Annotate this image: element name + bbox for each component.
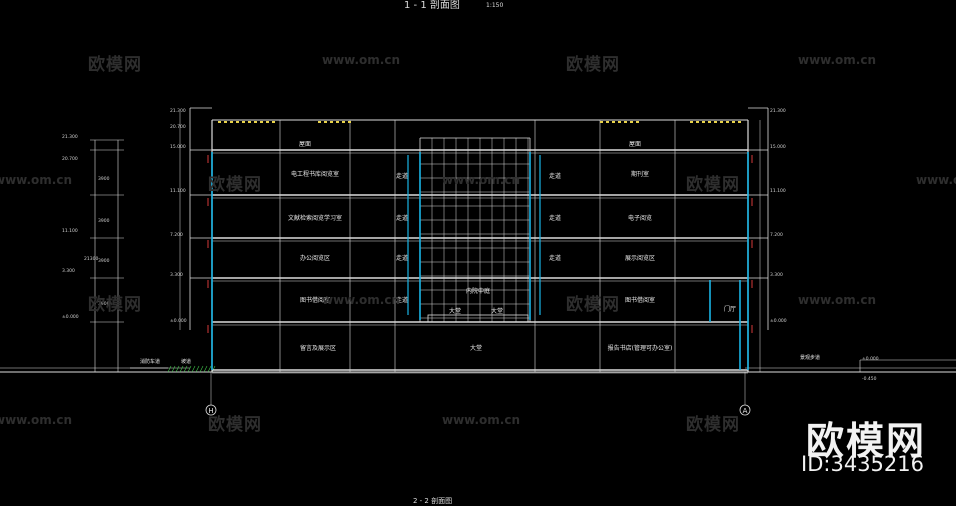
room-label-lobby: 大堂 <box>449 307 461 315</box>
watermark-url: www.om.cn <box>0 413 73 427</box>
site-logo: 欧模网 <box>805 419 926 463</box>
room-label-corridor: 走道 <box>396 214 408 222</box>
dim-label-seg: 3900 <box>98 301 110 307</box>
room-label-ext_right: 景观步道 <box>800 354 820 361</box>
watermark-url: www.om.cn <box>322 293 401 307</box>
planting-hatch <box>187 365 192 373</box>
section-title-bottom: 2 - 2 剖面图 <box>413 497 453 505</box>
dim-label-elev_2: 7.200 <box>770 232 783 238</box>
room-label-f4_right: 期刊室 <box>631 170 649 178</box>
room-label-f4_left: 电工程书库阅览室 <box>291 170 339 178</box>
room-label-roof_right: 屋面 <box>629 141 641 148</box>
planting-hatch <box>175 365 180 373</box>
room-label-corridor: 走道 <box>549 254 561 262</box>
room-label-corridor: 走道 <box>396 296 408 304</box>
dim-label-elev_4: 15.000 <box>170 144 186 150</box>
dim-label-elev_neg: -0.450 <box>862 376 877 382</box>
room-label-corridor: 走道 <box>396 172 408 180</box>
watermark-cn: 欧模网 <box>208 175 262 195</box>
room-label-hall: 大堂 <box>470 344 482 352</box>
room-label-f1_right: 图书借阅室 <box>625 296 655 304</box>
dim-label-elev_roof: 20.700 <box>62 156 78 162</box>
room-label-f2_left: 办公阅览区 <box>300 254 330 262</box>
dim-label-seg: 3900 <box>98 258 110 264</box>
watermark-url: www.om.cn <box>916 173 956 187</box>
room-label-ext_left: 消防车道 <box>140 358 160 365</box>
planting-hatch <box>191 365 196 373</box>
axis-bubble-h-label: H <box>208 407 213 415</box>
planting-hatch <box>203 365 208 373</box>
dim-label-elev_3: 11.100 <box>170 188 186 194</box>
dim-label-elev_1: 3.300 <box>170 272 183 278</box>
room-label-ramp_left: 坡道 <box>181 358 191 365</box>
watermark-url: www.om.cn <box>0 173 73 187</box>
room-label-roof_left: 屋面 <box>299 141 311 148</box>
watermark-url: www.om.cn <box>442 413 521 427</box>
dim-label-elev_top: 21.300 <box>770 108 786 114</box>
room-label-f3_left: 文献检索阅览学习室 <box>288 214 342 222</box>
dim-label-elev_1: 3.300 <box>62 268 75 274</box>
dim-label-elev_0: ±0.000 <box>770 318 787 324</box>
dim-label-elev_1: 3.300 <box>770 272 783 278</box>
room-label-f2_right: 展示阅览区 <box>625 254 655 262</box>
watermark-url: www.om.cn <box>798 53 877 67</box>
room-label-entrance: 门厅 <box>724 305 736 313</box>
dim-label-seg: 3900 <box>98 176 110 182</box>
dim-label-elev_4: 15.000 <box>770 144 786 150</box>
room-label-corridor: 走道 <box>396 254 408 262</box>
building-outline <box>0 107 956 416</box>
dim-label-elev_0: ±0.000 <box>862 356 879 362</box>
room-label-g_right: 报告书店(管理可办公室) <box>608 344 673 352</box>
dim-label-elev_roof: 20.700 <box>170 124 186 130</box>
room-label-f3_right: 电子阅览 <box>628 214 652 222</box>
watermark-cn: 欧模网 <box>88 295 142 315</box>
watermark-url: www.om.cn <box>798 293 877 307</box>
room-label-atrium: 内院中庭 <box>466 287 490 295</box>
watermark-cn: 欧模网 <box>566 55 620 75</box>
room-label-lobby: 大堂 <box>491 307 503 315</box>
watermark-url: www.om.cn <box>322 53 401 67</box>
planting-hatch <box>179 365 184 373</box>
planting-hatch <box>183 365 188 373</box>
dim-label-seg: 3900 <box>98 218 110 224</box>
dim-label-elev_0: ±0.000 <box>170 318 187 324</box>
dim-label-elev_3: 11.100 <box>770 188 786 194</box>
planting-hatch <box>207 365 212 373</box>
planting-hatch <box>195 365 200 373</box>
dim-label-elev_0: ±0.000 <box>62 314 79 320</box>
dim-label-elev_2: 7.200 <box>170 232 183 238</box>
watermark-cn: 欧模网 <box>208 415 262 435</box>
planting-hatch <box>167 365 172 373</box>
watermark-url: www.om.cn <box>442 173 521 187</box>
watermark-cn: 欧模网 <box>566 295 620 315</box>
planting-hatch <box>171 365 176 373</box>
dim-label-elev_3: 11.100 <box>62 228 78 234</box>
watermark-cn: 欧模网 <box>686 175 740 195</box>
section-title-top: 1 - 1 剖面图 <box>404 0 460 11</box>
room-label-f1_left: 图书借阅室 <box>300 296 330 304</box>
axis-bubble-a-label: A <box>743 407 748 415</box>
watermark-cn: 欧模网 <box>686 415 740 435</box>
planting-hatch <box>199 365 204 373</box>
dim-label-elev_top: 21.300 <box>62 134 78 140</box>
watermark-cn: 欧模网 <box>88 55 142 75</box>
room-label-corridor: 走道 <box>549 172 561 180</box>
dim-label-total: 21300 <box>84 256 98 262</box>
dim-label-elev_top: 21.300 <box>170 108 186 114</box>
atrium-steps <box>427 314 529 323</box>
asset-id: ID:3435216 <box>801 452 924 476</box>
room-label-corridor: 走道 <box>549 214 561 222</box>
room-label-g_left: 留言及展示区 <box>300 344 336 352</box>
section-scale-top: 1:150 <box>486 2 504 9</box>
